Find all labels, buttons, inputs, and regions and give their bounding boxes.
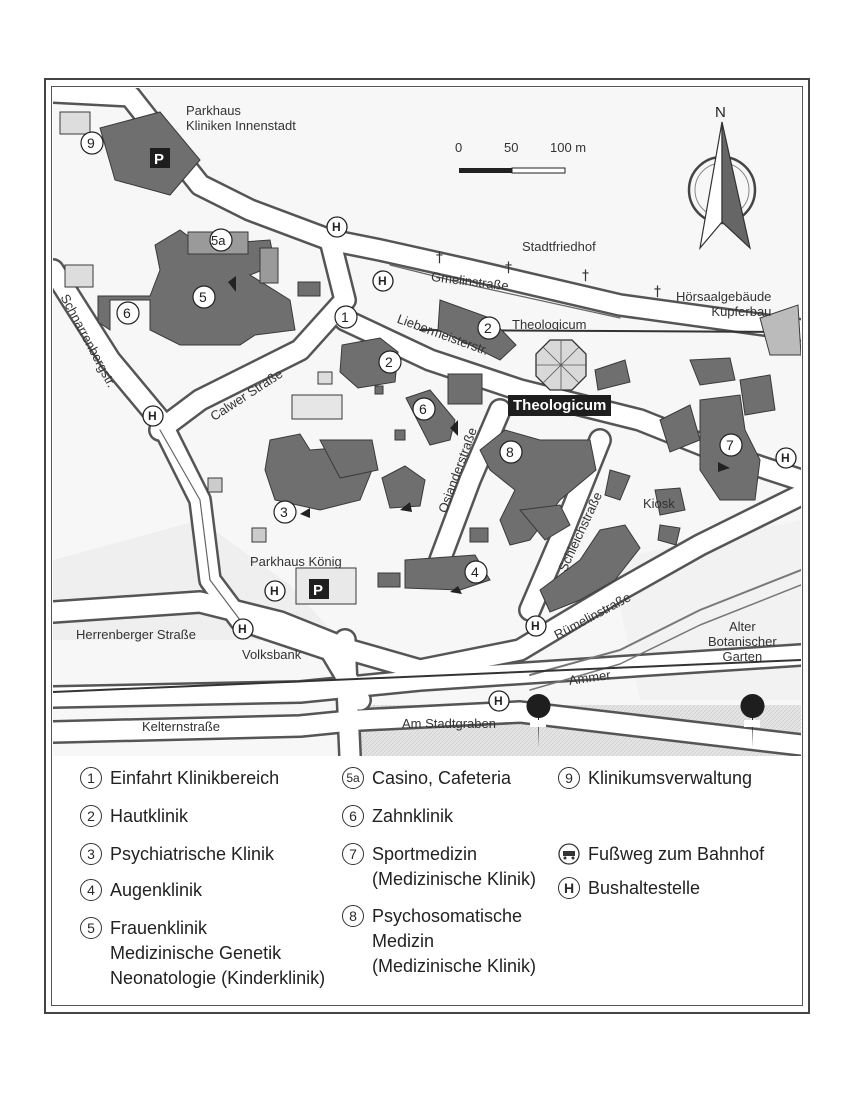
bus-stop-icon[interactable]: H	[264, 580, 286, 602]
cemetery-crosses: † † † †	[436, 250, 661, 300]
scale-bar: 0 50 100 m	[455, 140, 586, 174]
label-kelternstrasse: Kelternstraße	[142, 719, 221, 734]
marker-2[interactable]: 2	[378, 350, 402, 374]
svg-text:8: 8	[506, 444, 514, 460]
svg-text:50: 50	[504, 140, 518, 155]
train-walkway-icon[interactable]	[526, 694, 551, 748]
marker-4[interactable]: 4	[464, 560, 488, 584]
label-herrenberger-strasse: Herrenberger Straße	[76, 627, 196, 642]
svg-text:5a: 5a	[211, 233, 226, 248]
legend-item-8: 8 Psychosomatische Medizin (Medizinische…	[342, 904, 536, 979]
svg-text:4: 4	[471, 564, 479, 580]
marker-9[interactable]: 9	[80, 131, 104, 155]
label-hoersaalgebaeude: Hörsaalgebäude Kupferbau	[676, 289, 772, 319]
svg-text:P: P	[313, 582, 323, 599]
label-kiosk: Kiosk	[643, 496, 675, 511]
legend-item-3: 3 Psychiatrische Klinik	[80, 842, 274, 867]
label-theologicum: Theologicum	[512, 317, 587, 332]
bus-stop-icon[interactable]: H	[372, 270, 394, 292]
map-inner-frame	[51, 86, 803, 1006]
bus-stop-icon[interactable]: H	[142, 405, 164, 427]
svg-text:H: H	[781, 451, 790, 465]
svg-text:H: H	[494, 694, 503, 708]
legend-item-5a: 5a Casino, Cafeteria	[342, 766, 511, 791]
marker-2[interactable]: 2	[477, 316, 501, 340]
label-parkhaus-koenig: Parkhaus König	[250, 554, 342, 569]
map-legend: 1 Einfahrt Klinikbereich 2 Hautklinik 3 …	[58, 758, 784, 994]
label-parkhaus-kliniken: Parkhaus Kliniken Innenstadt	[186, 103, 296, 133]
marker-6[interactable]: 6	[116, 301, 140, 325]
svg-text:6: 6	[419, 401, 427, 417]
marker-1[interactable]: 1	[334, 305, 358, 329]
parking-icon[interactable]: P	[150, 148, 170, 168]
legend-item-bus: H Bushaltestelle	[558, 876, 700, 901]
marker-5a[interactable]: 5a	[209, 228, 233, 252]
marker-6[interactable]: 6	[412, 397, 436, 421]
legend-item-1: 1 Einfahrt Klinikbereich	[80, 766, 279, 791]
marker-7[interactable]: 7	[719, 433, 743, 457]
svg-text:3: 3	[280, 504, 288, 520]
legend-item-2: 2 Hautklinik	[80, 804, 188, 829]
svg-text:7: 7	[726, 437, 734, 453]
svg-text:†: †	[505, 260, 512, 276]
svg-text:P: P	[154, 151, 164, 168]
svg-text:5: 5	[199, 289, 207, 305]
bus-stop-icon[interactable]: H	[326, 216, 348, 238]
parking-icon[interactable]: P	[309, 579, 329, 599]
svg-text:†: †	[582, 268, 589, 284]
bus-stop-icon[interactable]: H	[232, 618, 254, 640]
map-outer-frame	[44, 78, 810, 1014]
svg-text:2: 2	[484, 320, 492, 336]
svg-text:H: H	[238, 622, 247, 636]
label-stadtfriedhof: Stadtfriedhof	[522, 239, 596, 254]
bus-stop-icon[interactable]: H	[488, 690, 510, 712]
svg-text:H: H	[270, 584, 279, 598]
train-walkway-icon[interactable]	[740, 694, 765, 748]
svg-text:9: 9	[87, 135, 95, 151]
marker-8[interactable]: 8	[499, 440, 523, 464]
legend-item-6: 6 Zahnklinik	[342, 804, 453, 829]
svg-text:100 m: 100 m	[550, 140, 586, 155]
label-am-stadtgraben: Am Stadtgraben	[402, 716, 496, 731]
svg-text:†: †	[436, 250, 443, 266]
entrance-markers	[228, 276, 730, 594]
svg-text:H: H	[531, 619, 540, 633]
legend-item-5: 5 Frauenklinik Medizinische Genetik Neon…	[80, 916, 325, 991]
legend-item-9: 9 Klinikumsverwaltung	[558, 766, 752, 791]
road-network	[53, 88, 801, 756]
marker-5[interactable]: 5	[192, 285, 216, 309]
bus-stop-icon[interactable]: H	[775, 447, 797, 469]
train-icon	[558, 843, 580, 865]
label-volksbank: Volksbank	[242, 647, 302, 662]
svg-text:H: H	[332, 220, 341, 234]
north-arrow-icon: N	[687, 104, 757, 251]
svg-text:0: 0	[455, 140, 462, 155]
marker-3[interactable]: 3	[273, 500, 297, 524]
svg-text:†: †	[654, 284, 661, 300]
svg-text:H: H	[148, 409, 157, 423]
legend-item-7: 7 Sportmedizin (Medizinische Klinik)	[342, 842, 536, 892]
bus-stop-icon[interactable]: H	[525, 615, 547, 637]
svg-text:H: H	[378, 274, 387, 288]
legend-item-train: Fußweg zum Bahnhof	[558, 842, 764, 867]
svg-text:2: 2	[385, 354, 393, 370]
label-alter-botanischer-garten: Alter Botanischer Garten	[708, 619, 777, 664]
svg-text:6: 6	[123, 305, 131, 321]
svg-text:1: 1	[341, 309, 349, 325]
legend-item-4: 4 Augenklinik	[80, 878, 202, 903]
svg-text:N: N	[715, 104, 726, 121]
theologicum-badge: Theologicum	[508, 395, 612, 416]
